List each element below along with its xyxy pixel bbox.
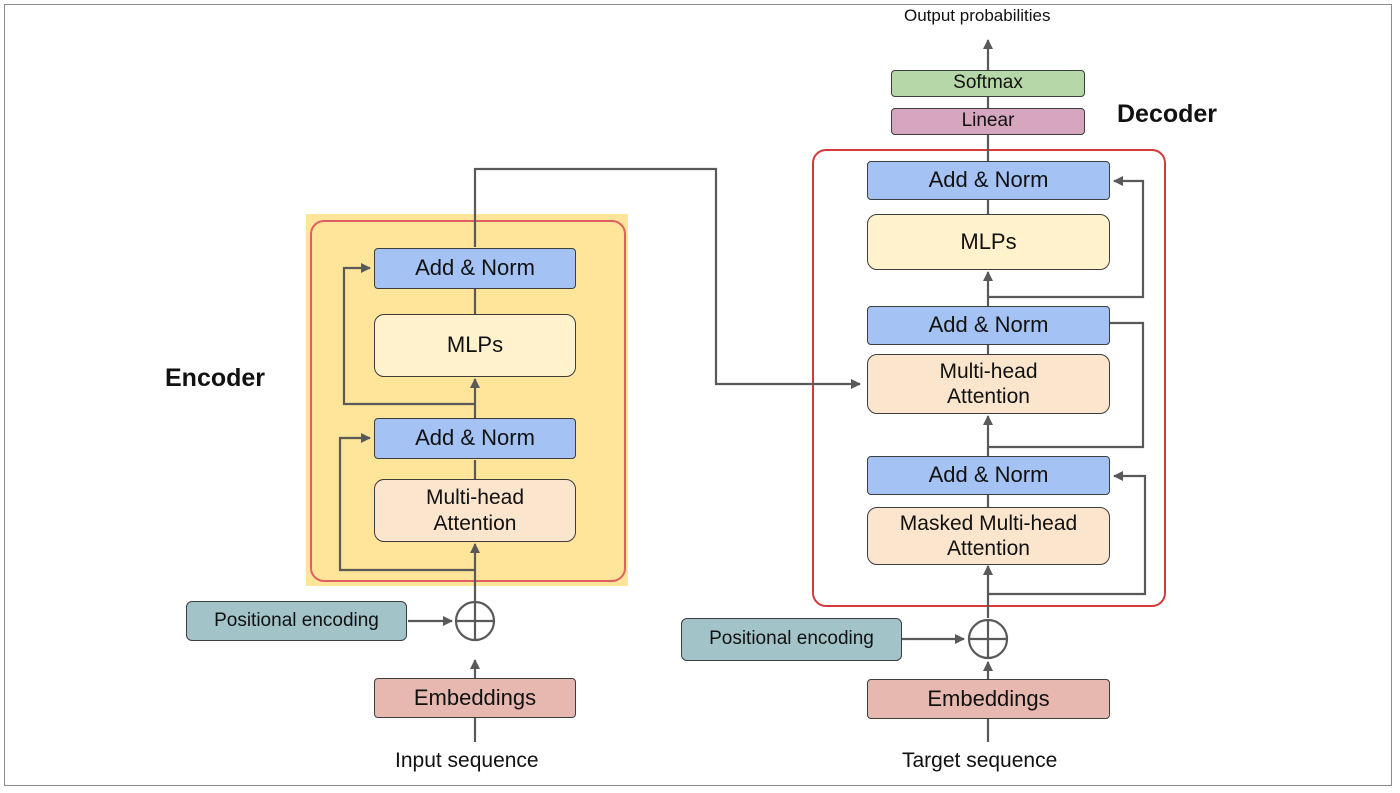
encoder-mlps: MLPs	[374, 314, 576, 377]
decoder-embeddings: Embeddings	[867, 679, 1110, 719]
decoder-mlps: MLPs	[867, 214, 1110, 270]
decoder-multi-head-attention: Multi-head Attention	[867, 354, 1110, 414]
diagram-frame	[4, 4, 1392, 786]
encoder-title: Encoder	[165, 364, 266, 392]
decoder-cross-attention-line-2: Attention	[947, 385, 1030, 408]
decoder-add-norm-top: Add & Norm	[867, 161, 1110, 200]
decoder-add-symbol	[967, 618, 1009, 660]
decoder-add-norm-bottom: Add & Norm	[867, 456, 1110, 495]
encoder-multi-head-attention: Multi-head Attention	[374, 479, 576, 542]
encoder-add-norm-top: Add & Norm	[374, 248, 576, 289]
encoder-attention-line-1: Multi-head	[425, 486, 525, 510]
decoder-positional-encoding: Positional encoding	[681, 618, 902, 661]
encoder-attention-line-2: Attention	[433, 511, 517, 535]
decoder-masked-attention-line-1: Masked Multi-head	[899, 511, 1078, 535]
encoder-embeddings: Embeddings	[374, 678, 576, 718]
decoder-softmax: Softmax	[891, 70, 1085, 97]
encoder-add-symbol	[454, 600, 496, 642]
decoder-cross-attention-line-1: Multi-head	[939, 359, 1038, 383]
encoder-block-border	[310, 220, 626, 582]
input-sequence-label: Input sequence	[395, 749, 539, 772]
target-sequence-label: Target sequence	[902, 749, 1058, 772]
decoder-add-norm-mid: Add & Norm	[867, 306, 1110, 345]
encoder-add-norm-bottom: Add & Norm	[374, 418, 576, 459]
encoder-positional-encoding: Positional encoding	[186, 601, 407, 641]
decoder-masked-attention-line-2: Attention	[947, 537, 1030, 560]
output-probabilities-label: Output probabilities	[904, 6, 1051, 25]
decoder-masked-multi-head-attention: Masked Multi-head Attention	[867, 507, 1110, 565]
decoder-title: Decoder	[1117, 100, 1218, 128]
decoder-linear: Linear	[891, 108, 1085, 135]
